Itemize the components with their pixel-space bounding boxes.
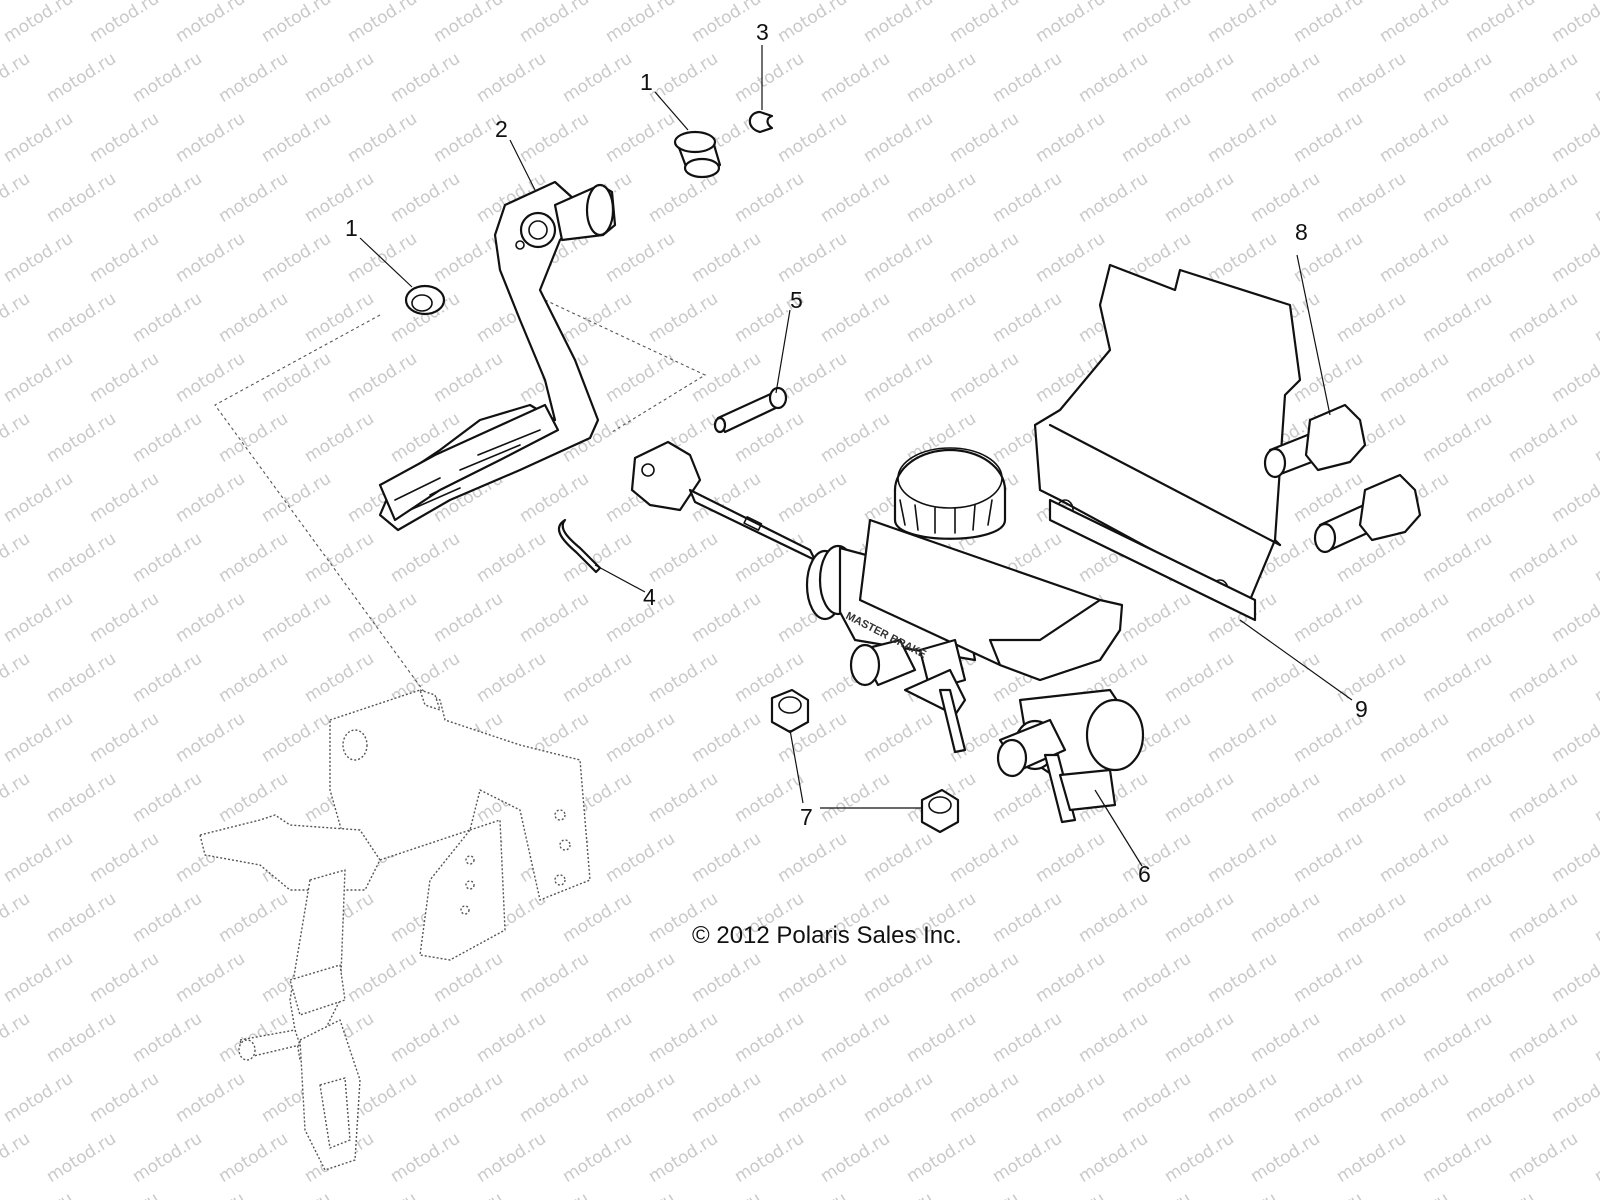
brake-pedal xyxy=(378,180,617,532)
callout-8: 8 xyxy=(1295,219,1308,245)
clevis-pin xyxy=(713,386,788,434)
copyright-notice: © 2012 Polaris Sales Inc. xyxy=(692,922,962,949)
callout-leaders xyxy=(359,45,1353,867)
callout-5: 5 xyxy=(790,287,803,313)
lock-nut-left xyxy=(770,688,810,734)
bolt-lower xyxy=(1313,473,1422,554)
lock-nut-right xyxy=(920,788,960,834)
callout-4: 4 xyxy=(643,584,656,610)
master-cylinder: MASTER BRAKE xyxy=(630,440,1145,824)
callout-3: 3 xyxy=(756,19,769,45)
e-clip xyxy=(748,110,774,134)
mounting-plate xyxy=(1033,263,1302,622)
callout-1-left: 1 xyxy=(345,215,358,241)
pedal-bushing-left xyxy=(404,284,446,316)
bolt-upper xyxy=(1263,403,1367,479)
callout-numbers: 1 2 1 3 4 5 6 7 8 9 xyxy=(345,19,1368,887)
callout-1-top: 1 xyxy=(640,69,653,95)
pedal-bushing-top xyxy=(673,130,722,179)
callout-2: 2 xyxy=(495,116,508,142)
pedal-mount-bracket xyxy=(199,689,591,1171)
assembly-phantom-lines xyxy=(214,299,707,701)
cotter-pin xyxy=(557,518,602,574)
callout-7: 7 xyxy=(800,804,813,830)
callout-6: 6 xyxy=(1138,861,1151,887)
callout-9: 9 xyxy=(1355,696,1368,722)
